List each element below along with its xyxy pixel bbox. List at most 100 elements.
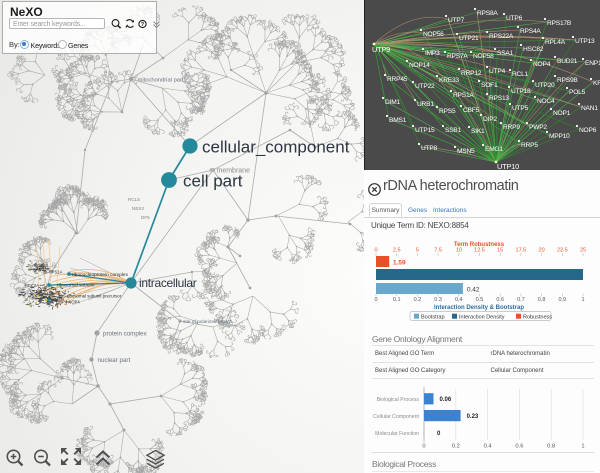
svg-text:NOP14: NOP14 <box>409 62 430 69</box>
svg-text:0.06: 0.06 <box>440 397 452 403</box>
svg-text:BUD21: BUD21 <box>557 58 578 65</box>
svg-text:0: 0 <box>437 431 441 437</box>
svg-text:17.5: 17.5 <box>516 248 527 254</box>
svg-text:RCL1: RCL1 <box>512 71 529 78</box>
svg-text:RRP12: RRP12 <box>461 70 482 77</box>
svg-text:Biological Process: Biological Process <box>377 397 420 403</box>
svg-text:Interaction Density: Interaction Density <box>459 314 505 320</box>
svg-text:UTP18: UTP18 <box>511 88 531 95</box>
svg-text:NOP1: NOP1 <box>553 110 571 117</box>
svg-text:0: 0 <box>374 248 377 254</box>
svg-text:UTP8: UTP8 <box>421 145 438 152</box>
svg-text:ribosomal subunit: ribosomal subunit <box>57 283 95 289</box>
svg-text:0: 0 <box>374 297 377 303</box>
svg-text:RPS5: RPS5 <box>439 108 456 115</box>
svg-text:RPS17B: RPS17B <box>547 20 572 27</box>
svg-text:0.9: 0.9 <box>558 297 566 303</box>
svg-text:site of polarized growth: site of polarized growth <box>183 319 233 325</box>
svg-text:MPP10: MPP10 <box>549 133 570 140</box>
svg-text:intracellular: intracellular <box>139 276 197 290</box>
svg-text:Cellular Component: Cellular Component <box>373 414 419 420</box>
svg-text:DIM1: DIM1 <box>385 99 400 106</box>
svg-text:0.4: 0.4 <box>484 444 493 450</box>
svg-text:Bootstrap: Bootstrap <box>421 314 445 320</box>
svg-text:RCL5: RCL5 <box>128 197 140 202</box>
svg-text:1: 1 <box>581 297 584 303</box>
svg-text:RPS1A: RPS1A <box>453 92 474 99</box>
svg-text:Term Robustness: Term Robustness <box>454 242 505 248</box>
svg-text:0.8: 0.8 <box>538 297 546 303</box>
svg-text:SOF1: SOF1 <box>481 82 498 89</box>
svg-text:10: 10 <box>456 248 462 254</box>
svg-text:RPS22A: RPS22A <box>489 33 514 40</box>
svg-text:UTP13: UTP13 <box>575 38 595 45</box>
svg-text:RPS7A: RPS7A <box>447 53 468 60</box>
svg-text:SSA1: SSA1 <box>497 50 514 57</box>
svg-text:22.5: 22.5 <box>557 248 568 254</box>
svg-text:0.7: 0.7 <box>517 297 525 303</box>
svg-text:RRP42: RRP42 <box>33 268 47 273</box>
svg-text:SSB1: SSB1 <box>445 127 462 134</box>
svg-text:NEX2: NEX2 <box>132 206 144 211</box>
svg-text:0.6: 0.6 <box>515 444 523 450</box>
svg-text:RRP45: RRP45 <box>387 76 408 83</box>
svg-text:MSN5: MSN5 <box>457 148 475 155</box>
svg-text:0.3: 0.3 <box>434 297 442 303</box>
svg-text:RPS13: RPS13 <box>489 95 509 102</box>
svg-text:KRE33: KRE33 <box>439 77 459 84</box>
svg-text:DF5: DF5 <box>141 215 150 220</box>
svg-text:UTP9: UTP9 <box>372 45 390 54</box>
svg-text:NAN1: NAN1 <box>581 105 598 112</box>
svg-text:ribonucleoprotein complex: ribonucleoprotein complex <box>72 272 129 278</box>
svg-text:URB1: URB1 <box>417 101 434 108</box>
svg-text:NOP6: NOP6 <box>579 127 597 134</box>
svg-text:?: ? <box>141 22 144 28</box>
svg-text:Robustness: Robustness <box>523 314 552 320</box>
svg-text:1: 1 <box>581 444 584 450</box>
svg-text:UTP7: UTP7 <box>448 17 465 24</box>
svg-text:Molecular Function: Molecular Function <box>375 431 419 437</box>
svg-text:NOP56: NOP56 <box>423 31 444 38</box>
svg-text:BMS1: BMS1 <box>389 117 407 124</box>
svg-text:NOC4: NOC4 <box>537 98 555 105</box>
svg-text:0.2: 0.2 <box>452 444 460 450</box>
svg-text:25: 25 <box>580 248 586 254</box>
svg-text:membrane: membrane <box>217 168 251 175</box>
svg-text:2.5: 2.5 <box>393 248 401 254</box>
svg-text:20: 20 <box>539 248 545 254</box>
svg-text:cell part: cell part <box>183 172 243 191</box>
svg-text:le-RPS1A: le-RPS1A <box>44 270 63 275</box>
svg-text:nuclear part: nuclear part <box>98 357 131 364</box>
svg-text:UTP6: UTP6 <box>506 15 523 22</box>
svg-text:PWP2: PWP2 <box>529 124 547 131</box>
svg-text:0.42: 0.42 <box>467 287 480 294</box>
svg-text:NOP4: NOP4 <box>533 61 551 68</box>
svg-text:UTP22: UTP22 <box>415 83 435 90</box>
svg-text:40S ribosomal subunit precurso: 40S ribosomal subunit precursor <box>58 294 122 299</box>
svg-text:5: 5 <box>416 248 419 254</box>
svg-text:UTP4: UTP4 <box>489 68 506 75</box>
svg-text:0.8: 0.8 <box>547 444 555 450</box>
svg-text:0.5: 0.5 <box>476 297 484 303</box>
svg-text:RPL4A: RPL4A <box>545 39 566 46</box>
svg-text:Interaction Density & Bootstra: Interaction Density & Bootstrap <box>434 305 524 311</box>
svg-text:REC2A: REC2A <box>25 283 39 288</box>
svg-text:0.6: 0.6 <box>496 297 504 303</box>
svg-text:protein complex: protein complex <box>103 331 148 338</box>
svg-text:RRP4 NOP4: RRP4 NOP4 <box>56 300 80 305</box>
svg-text:0.2: 0.2 <box>414 297 422 303</box>
svg-text:0.1: 0.1 <box>393 297 401 303</box>
svg-text:UTP21: UTP21 <box>459 35 479 42</box>
svg-text:POL5: POL5 <box>569 89 586 96</box>
svg-text:RRP9: RRP9 <box>503 124 520 131</box>
svg-text:7.5: 7.5 <box>434 248 442 254</box>
svg-text:CBF5: CBF5 <box>463 107 480 114</box>
svg-text:cellular_component: cellular_component <box>202 138 350 157</box>
svg-text:UTP15: UTP15 <box>415 127 435 134</box>
svg-text:1.59: 1.59 <box>393 260 406 267</box>
svg-text:0: 0 <box>422 444 425 450</box>
svg-text:UTP5: UTP5 <box>512 105 529 112</box>
svg-text:0.23: 0.23 <box>467 414 479 420</box>
svg-text:15: 15 <box>497 248 503 254</box>
svg-text:NOP58: NOP58 <box>473 53 494 60</box>
